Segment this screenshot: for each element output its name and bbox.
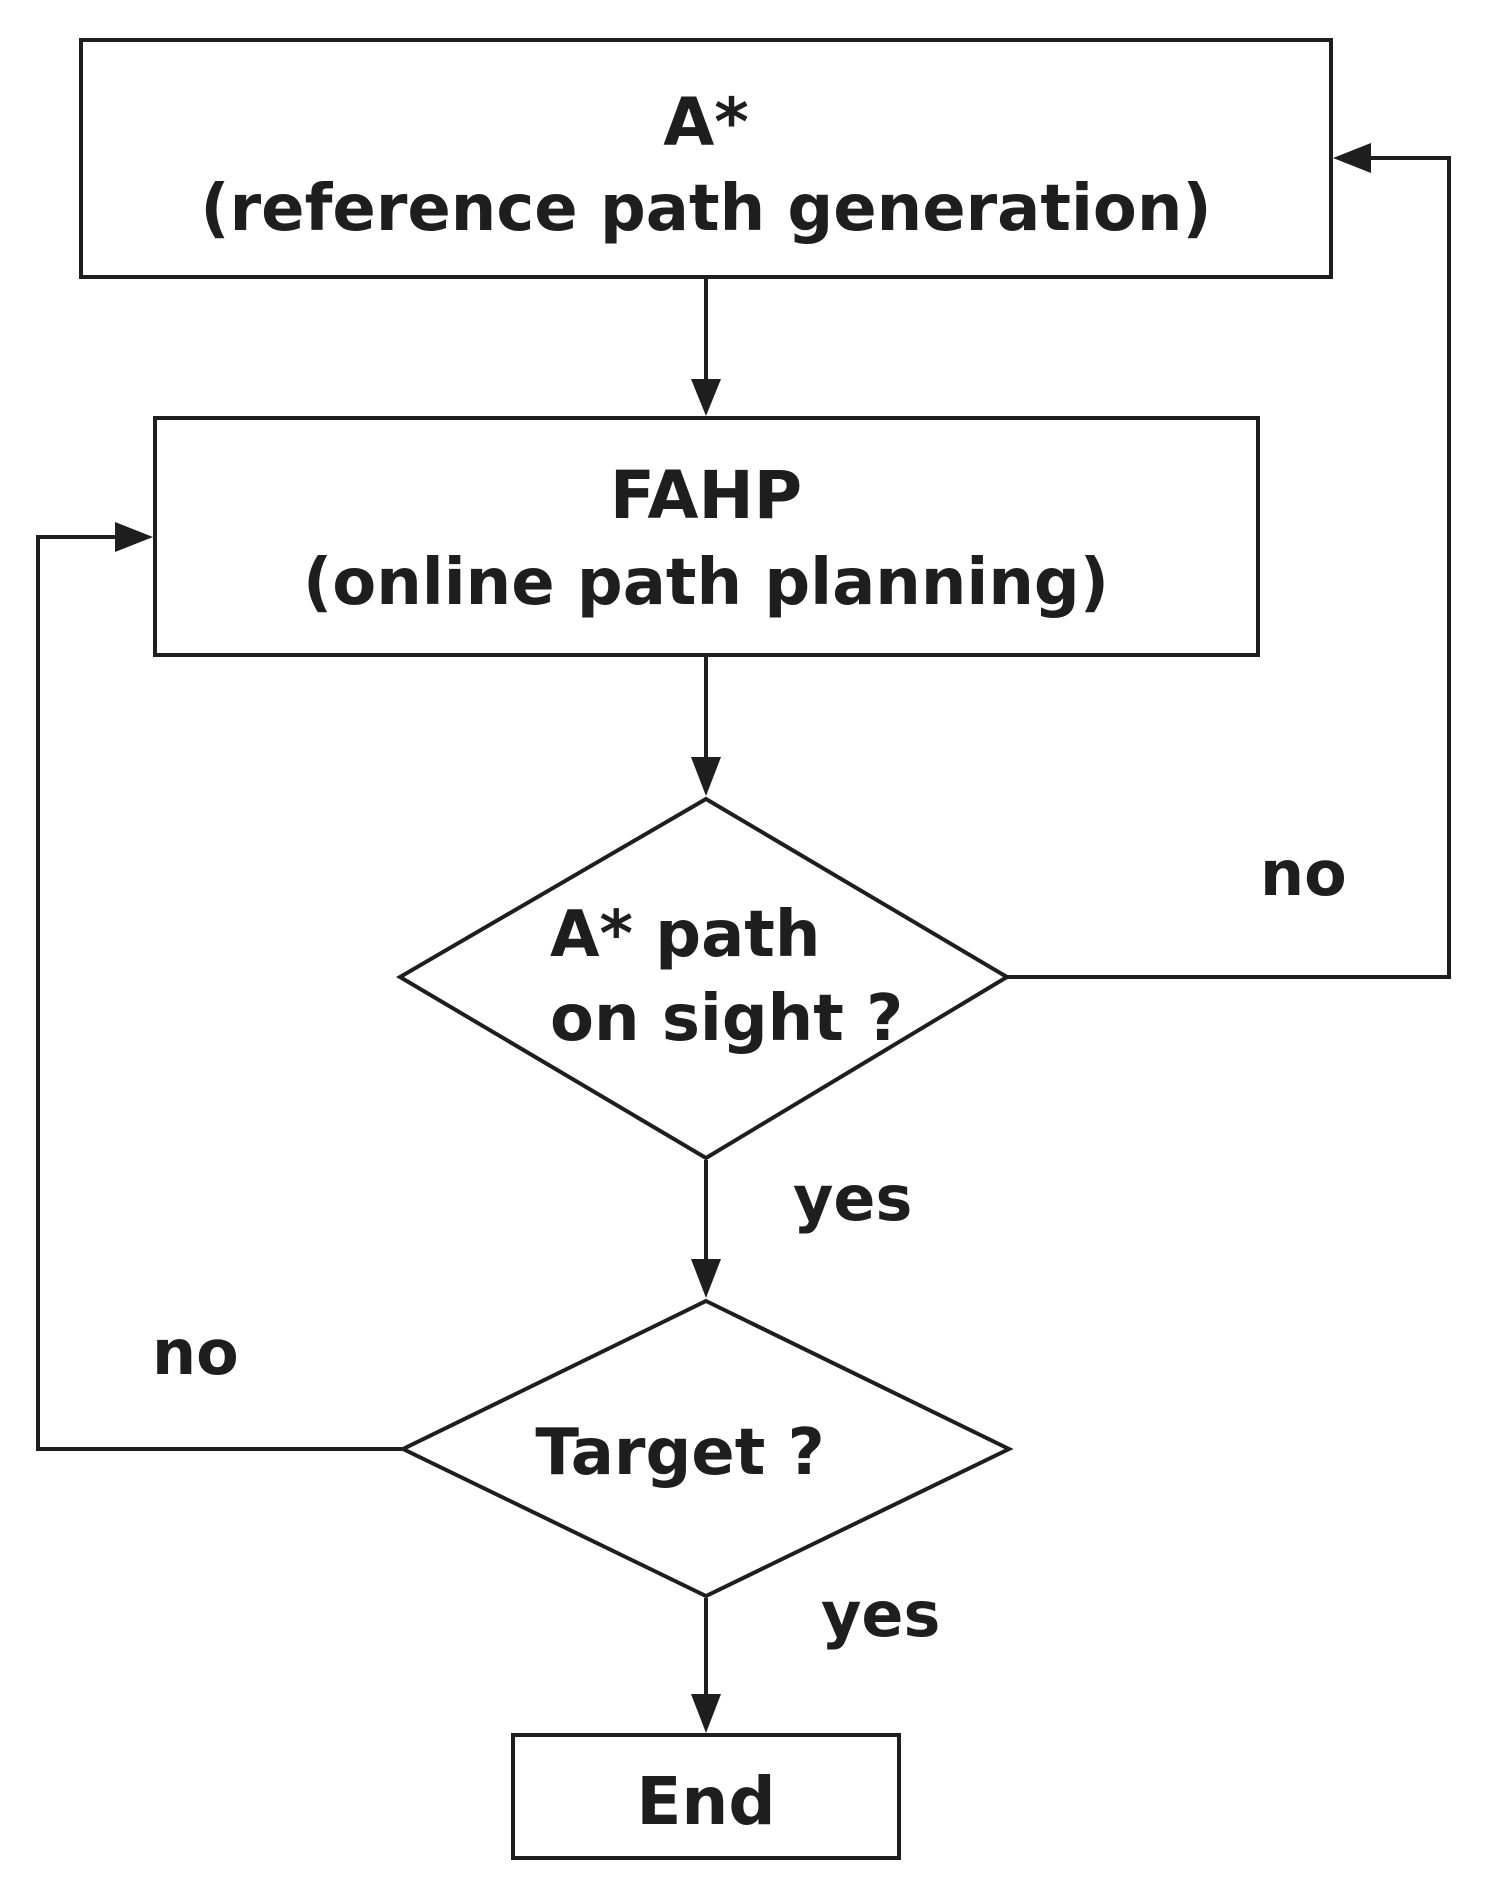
arrow-target-no-loop <box>36 522 403 1451</box>
arrow-target-to-end <box>691 1598 721 1733</box>
astar-box <box>79 38 1333 279</box>
arrow-sight-no-loop <box>1007 143 1451 979</box>
astar-subtitle: (reference path generation) <box>200 172 1211 246</box>
target-label: Target ? <box>535 1416 824 1490</box>
arrow-astar-to-fahp <box>691 279 721 416</box>
arrow-fahp-to-sight-head <box>691 757 721 796</box>
arrow-fahp-to-sight <box>691 657 721 796</box>
arrow-sight-to-target <box>691 1160 721 1298</box>
end-box <box>511 1733 901 1860</box>
sight-label-line1: A* path <box>550 898 820 972</box>
edge-label-sight-no: no <box>1260 837 1347 910</box>
arrow-astar-to-fahp-head <box>691 379 721 416</box>
fahp-node: FAHP (online path planning) <box>153 416 1260 657</box>
sight-diamond <box>396 796 1011 1161</box>
arrow-target-to-end-head <box>691 1694 721 1733</box>
sight-label-line2: on sight ? <box>550 982 903 1056</box>
arrow-sight-no-loop-line <box>1007 156 1451 979</box>
target-decision: Target ? <box>398 1298 1014 1599</box>
arrow-sight-no-loop-head <box>1333 143 1371 173</box>
edge-label-target-no: no <box>152 1316 239 1389</box>
fahp-box <box>153 416 1260 657</box>
edge-label-target-yes: yes <box>821 1578 940 1651</box>
arrow-target-no-loop-line <box>36 535 403 1451</box>
arrow-target-no-loop-head <box>115 522 153 552</box>
astar-title: A* <box>663 84 749 161</box>
sight-decision: A* path on sight ? <box>396 796 1011 1161</box>
edge-label-sight-yes: yes <box>793 1162 912 1235</box>
end-node: End <box>511 1733 901 1860</box>
astar-node: A* (reference path generation) <box>79 38 1333 279</box>
end-label: End <box>636 1763 775 1840</box>
arrow-sight-to-target-head <box>691 1259 721 1298</box>
fahp-subtitle: (online path planning) <box>303 546 1109 620</box>
fahp-title: FAHP <box>610 457 802 534</box>
target-diamond <box>398 1298 1014 1599</box>
